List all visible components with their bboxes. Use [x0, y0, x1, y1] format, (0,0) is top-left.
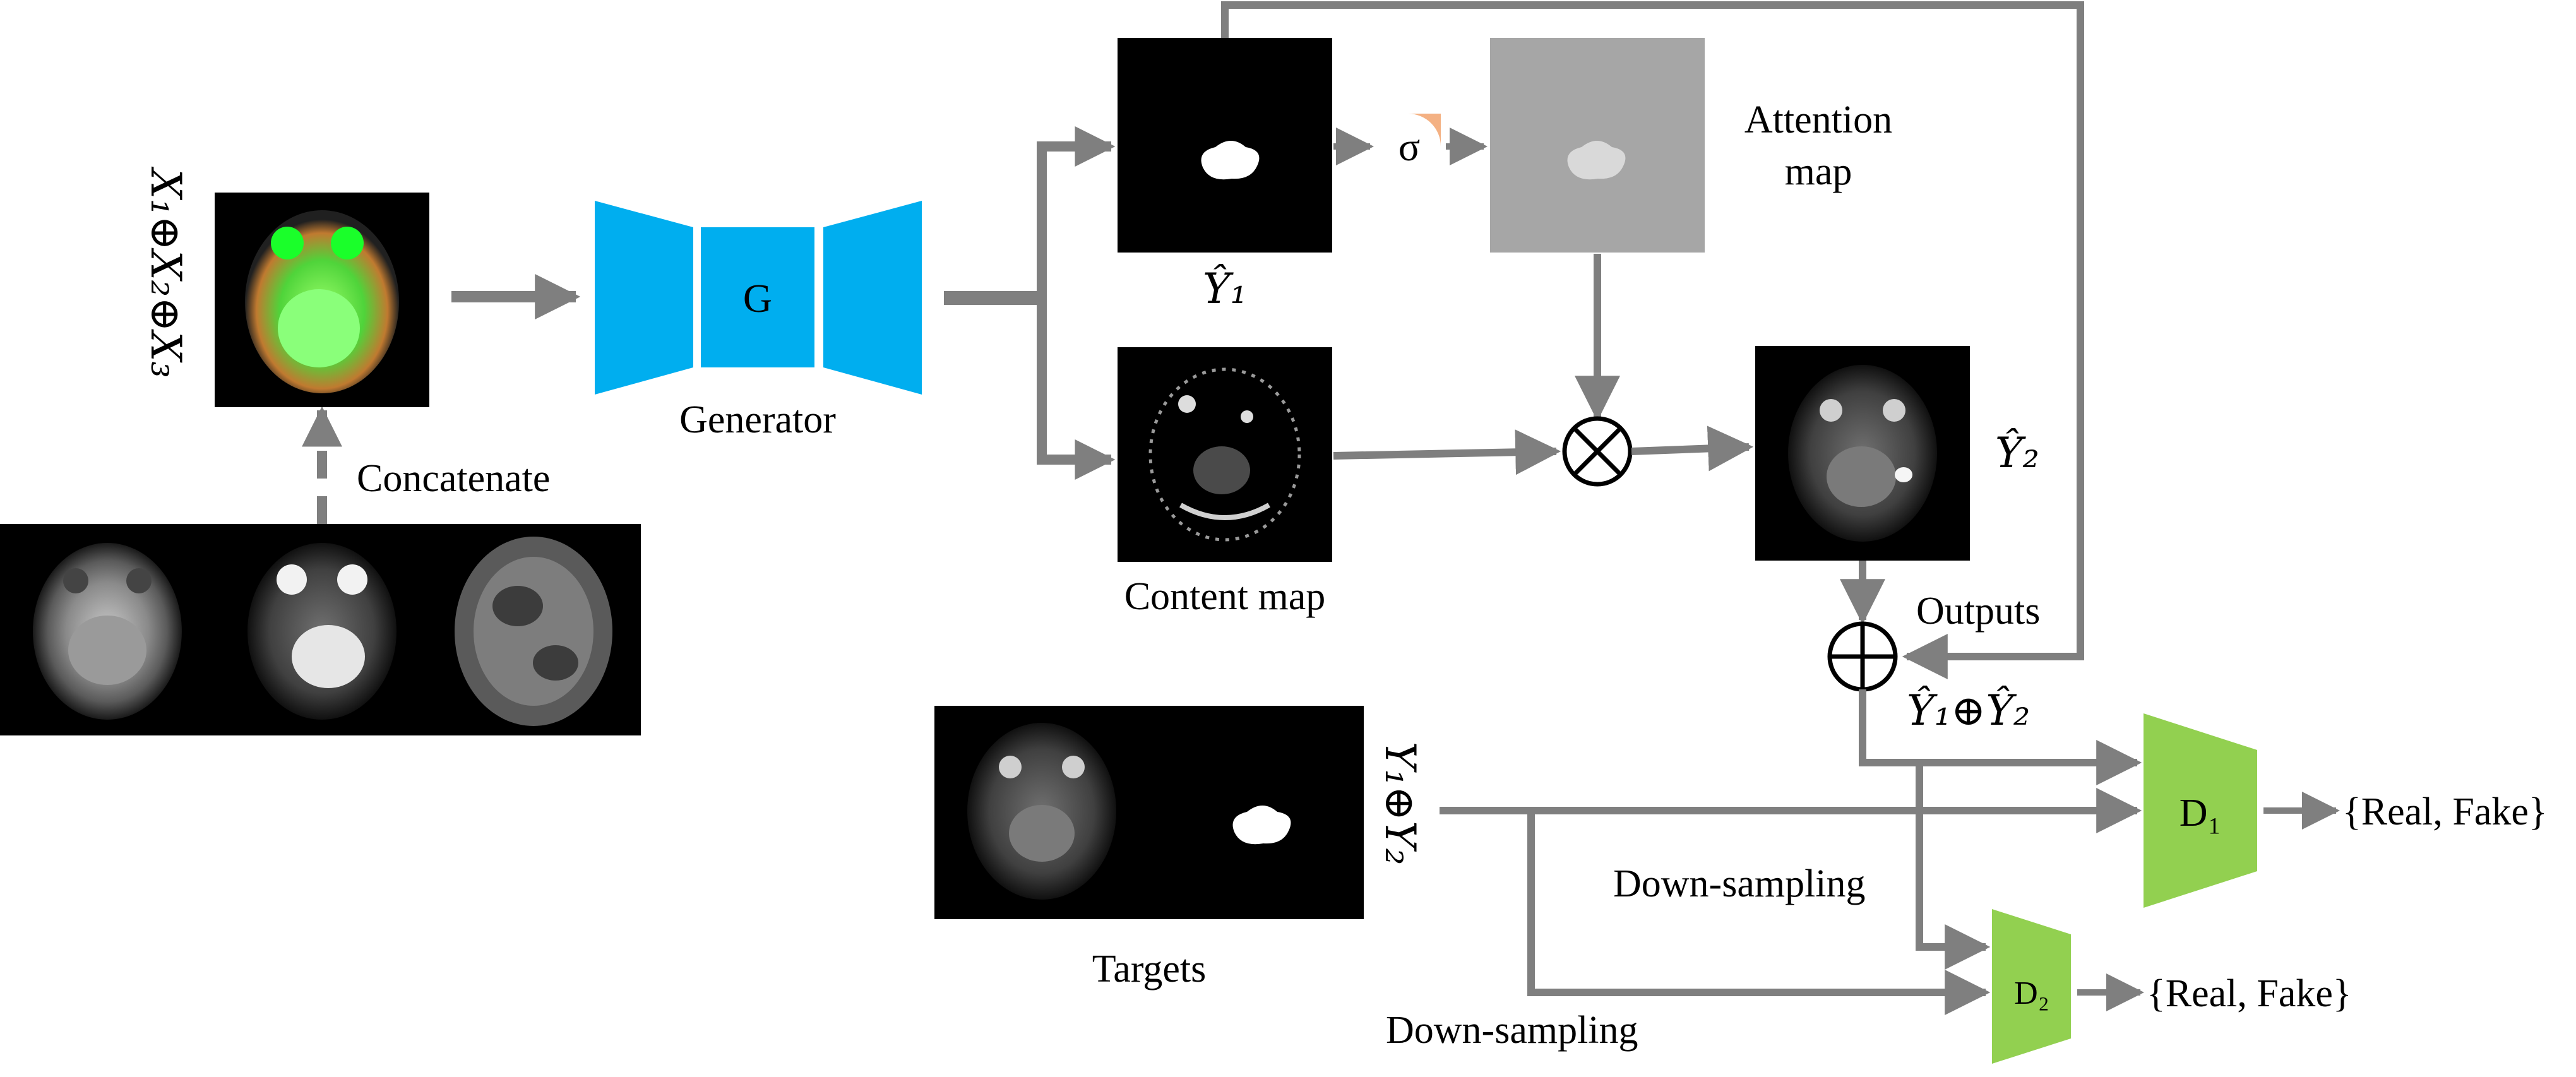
- d1-label: D₁: [2179, 792, 2221, 835]
- content-map-label: Content map: [1124, 575, 1326, 618]
- d2-label: D₂: [2014, 975, 2049, 1011]
- attention-map-image: [1490, 38, 1705, 253]
- generator-decoder: [823, 201, 922, 395]
- y2-hat-label: Ŷ₂: [1995, 429, 2039, 477]
- d2-output-label: {Real, Fake}: [2147, 972, 2352, 1015]
- concatenated-image: [215, 193, 429, 407]
- targets-formula-label: Y₁⊕Y₂: [1376, 742, 1424, 865]
- d1-output-label: {Real, Fake}: [2342, 790, 2548, 833]
- y1-hat-image: [1118, 38, 1332, 253]
- attention-map-label-line2: map: [1785, 150, 1852, 193]
- multiply-to-y2-arrow: [1631, 425, 1754, 472]
- targets-label: Targets: [1092, 948, 1206, 991]
- generator-block: G: [595, 201, 922, 395]
- discriminator-d1: D₁: [2144, 713, 2257, 908]
- sigmoid-symbol: σ: [1398, 124, 1421, 169]
- generator-label: Generator: [679, 398, 836, 441]
- outputs-label: Outputs: [1916, 590, 2040, 633]
- content-map-image: [1118, 347, 1332, 562]
- downsampling-label-1: Down-sampling: [1613, 862, 1866, 905]
- generator-bottleneck: [701, 227, 814, 367]
- multiply-node: [1562, 416, 1633, 487]
- sigmoid-block: σ: [1375, 114, 1441, 179]
- generator-encoder: [595, 201, 693, 395]
- input-image-t2: [247, 543, 397, 720]
- discriminator-d2: D₂: [1992, 909, 2071, 1064]
- sum-node: [1827, 621, 1898, 692]
- targets-image: [934, 706, 1364, 919]
- generator-letter: G: [743, 276, 772, 321]
- y1-to-sum-feedback-arrow: [1221, 1, 2084, 679]
- generator-output-arrows: [944, 126, 1116, 480]
- discriminator-input-arrows: [1440, 689, 2340, 1015]
- input-image-t1: [33, 543, 182, 720]
- downsampling-label-2: Down-sampling: [1386, 1009, 1638, 1052]
- concatenate-label: Concatenate: [357, 457, 550, 500]
- content-to-multiply-arrow: [1333, 429, 1561, 475]
- outputs-formula-label: Ŷ₁⊕Ŷ₂: [1907, 686, 2030, 735]
- input-formula-label: X₁⊕X₂⊕X₃: [141, 166, 190, 378]
- input-image-noisy: [455, 537, 612, 726]
- y1-hat-label: Ŷ₁: [1203, 265, 1247, 313]
- y2-hat-image: [1755, 346, 1970, 561]
- attention-map-label-line1: Attention: [1744, 98, 1892, 141]
- input-images-strip: [0, 524, 641, 735]
